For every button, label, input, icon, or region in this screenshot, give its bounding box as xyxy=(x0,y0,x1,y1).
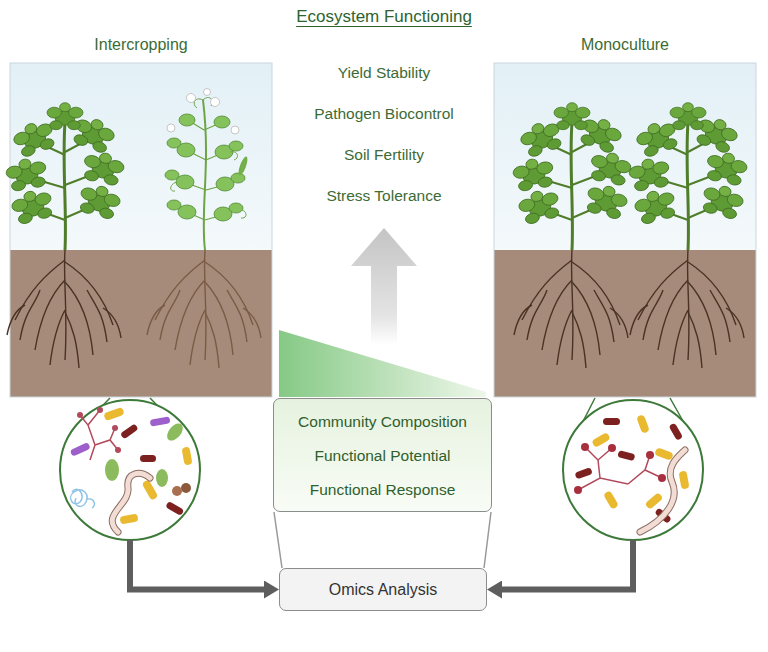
concept-text: Functional Response xyxy=(310,480,456,499)
concept-text: Functional Potential xyxy=(314,446,450,465)
monoculture-panel xyxy=(494,63,756,397)
function-label: Pathogen Biocontrol xyxy=(270,104,498,124)
microbe-circle xyxy=(60,400,200,540)
diagram-title: Ecosystem Functioning xyxy=(0,6,768,28)
function-label: Yield Stability xyxy=(270,63,498,83)
function-label: Stress Tolerance xyxy=(270,186,498,206)
panel-group: Intercropping xyxy=(10,33,272,540)
concept-box: Community CompositionFunctional Potentia… xyxy=(273,398,492,512)
flow-arrow xyxy=(130,540,264,590)
analysis-text: Omics Analysis xyxy=(329,581,437,599)
flow-arrow xyxy=(502,540,633,590)
microbe-circle xyxy=(563,400,703,540)
function-label: Soil Fertility xyxy=(270,145,498,165)
intercropping-panel xyxy=(4,63,272,397)
funnel-line xyxy=(274,512,491,568)
panel-group: Monoculture xyxy=(494,33,756,540)
panel-heading: Intercropping xyxy=(94,34,187,56)
analysis-box: Omics Analysis xyxy=(279,568,487,611)
panel-heading: Monoculture xyxy=(581,34,669,56)
concept-text: Community Composition xyxy=(298,412,467,431)
up-arrow xyxy=(351,228,417,345)
